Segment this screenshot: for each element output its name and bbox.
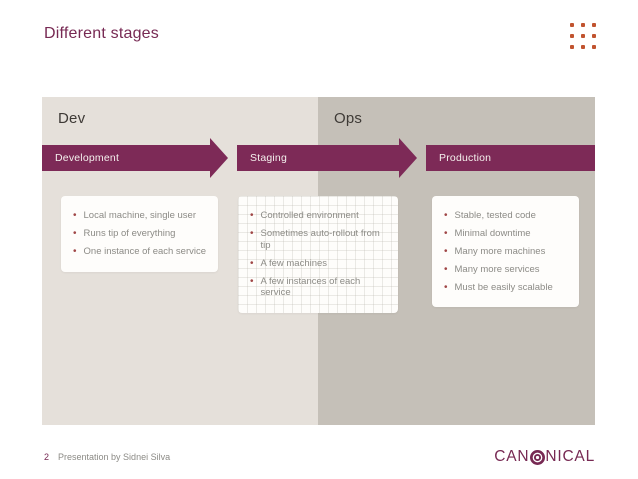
bullet-text: Many more machines <box>454 245 546 257</box>
stage-arrow-label: Staging <box>250 152 288 164</box>
dev-group-label: Dev <box>58 110 86 127</box>
logo-text-after: NICAL <box>545 448 595 465</box>
bullet-text: Must be easily scalable <box>454 281 553 293</box>
bullet-dot-icon: • <box>73 227 77 239</box>
bullet-text: Local machine, single user <box>83 210 196 221</box>
bullet-item: • Runs tip of everything <box>73 228 208 240</box>
staging-card: • Controlled environment • Sometimes auto-r… <box>238 196 398 314</box>
bullet-item: • Must be easily scalable <box>444 282 569 294</box>
bullet-text: One instance of each service <box>83 245 207 257</box>
slide-footer: 2 Presentation by Sidnei Silva <box>44 452 170 462</box>
page-number: 2 <box>44 452 50 462</box>
bullet-item: • Controlled environment <box>250 210 388 222</box>
production-bullet-list: • Stable, tested code • Minimal downtime • Ma… <box>432 196 579 307</box>
bullet-dot-icon: • <box>73 210 77 221</box>
bullet-item: • A few machines <box>250 258 388 270</box>
staging-bullet-list: • Controlled environment • Sometimes auto-r… <box>238 196 398 313</box>
bullet-text: Sometimes auto-rollout from tip <box>260 227 380 251</box>
production-card: • Stable, tested code • Minimal downtime • Ma… <box>432 196 579 308</box>
development-card: • Local machine, single user • Runs tip of … <box>61 196 218 272</box>
stage-arrow-label: Production <box>439 152 492 164</box>
bullet-item: • Sometimes auto-rollout from tip <box>250 228 388 252</box>
bullet-dot-icon: • <box>444 263 448 275</box>
slide-title: Different stages <box>44 25 159 42</box>
bullet-dot-icon: • <box>444 227 448 239</box>
bullet-item: • Stable, tested code <box>444 210 569 222</box>
ops-group-label: Ops <box>334 110 363 127</box>
bullet-dot-icon: • <box>250 227 254 239</box>
bullet-item: • Minimal downtime <box>444 228 569 240</box>
bullet-item: • Many more machines <box>444 246 569 258</box>
bullet-text: A few instances of each service <box>260 275 361 299</box>
bullet-text: Stable, tested code <box>454 210 536 221</box>
bullet-item: • One instance of each service <box>73 246 208 258</box>
logo-text-before: CAN <box>494 448 530 465</box>
bullet-dot-icon: • <box>73 245 77 257</box>
bullet-dot-icon: • <box>250 257 254 269</box>
circle-of-friends-icon <box>529 449 545 465</box>
stage-arrow-staging: Staging <box>237 145 399 171</box>
bullet-item: • A few instances of each service <box>250 276 388 300</box>
bullet-dot-icon: • <box>250 210 254 221</box>
bullet-item: • Local machine, single user <box>73 210 208 222</box>
bullet-dot-icon: • <box>444 281 448 293</box>
bullet-text: Runs tip of everything <box>83 227 176 239</box>
development-bullet-list: • Local machine, single user • Runs tip of … <box>61 196 218 272</box>
bullet-dot-icon: • <box>444 210 448 221</box>
bullet-text: A few machines <box>260 257 328 269</box>
footer-text: Presentation by Sidnei Silva <box>58 452 171 462</box>
canonical-logo: CAN NICAL <box>494 448 595 466</box>
bullet-dot-icon: • <box>444 245 448 257</box>
bullet-text: Minimal downtime <box>454 227 531 239</box>
stage-arrow-production: Production <box>426 145 595 171</box>
dots-grid-icon <box>570 23 596 49</box>
bullet-dot-icon: • <box>250 275 254 287</box>
bullet-text: Many more services <box>454 263 540 275</box>
bullet-item: • Many more services <box>444 264 569 276</box>
stage-arrow-label: Development <box>55 152 120 164</box>
stage-arrow-development: Development <box>42 145 210 171</box>
bullet-text: Controlled environment <box>260 210 359 221</box>
